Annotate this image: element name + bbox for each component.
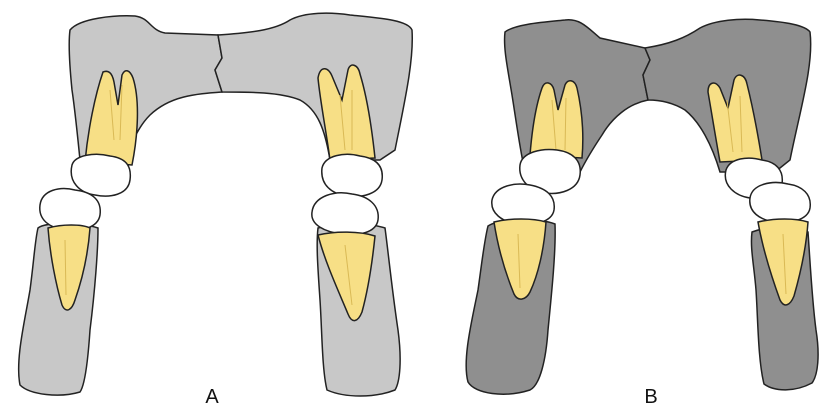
lower-right-crown — [312, 193, 378, 235]
panel-b: B — [466, 19, 818, 408]
maxilla-right-bone — [215, 13, 412, 160]
upper-left-crown — [71, 154, 130, 196]
panel-a: A — [19, 13, 413, 408]
panel-a-label: A — [205, 386, 219, 408]
lower-left-crown — [40, 189, 100, 231]
lower-right-crown — [750, 183, 810, 223]
panel-b-label: B — [644, 386, 657, 408]
upper-right-crown — [322, 154, 382, 196]
